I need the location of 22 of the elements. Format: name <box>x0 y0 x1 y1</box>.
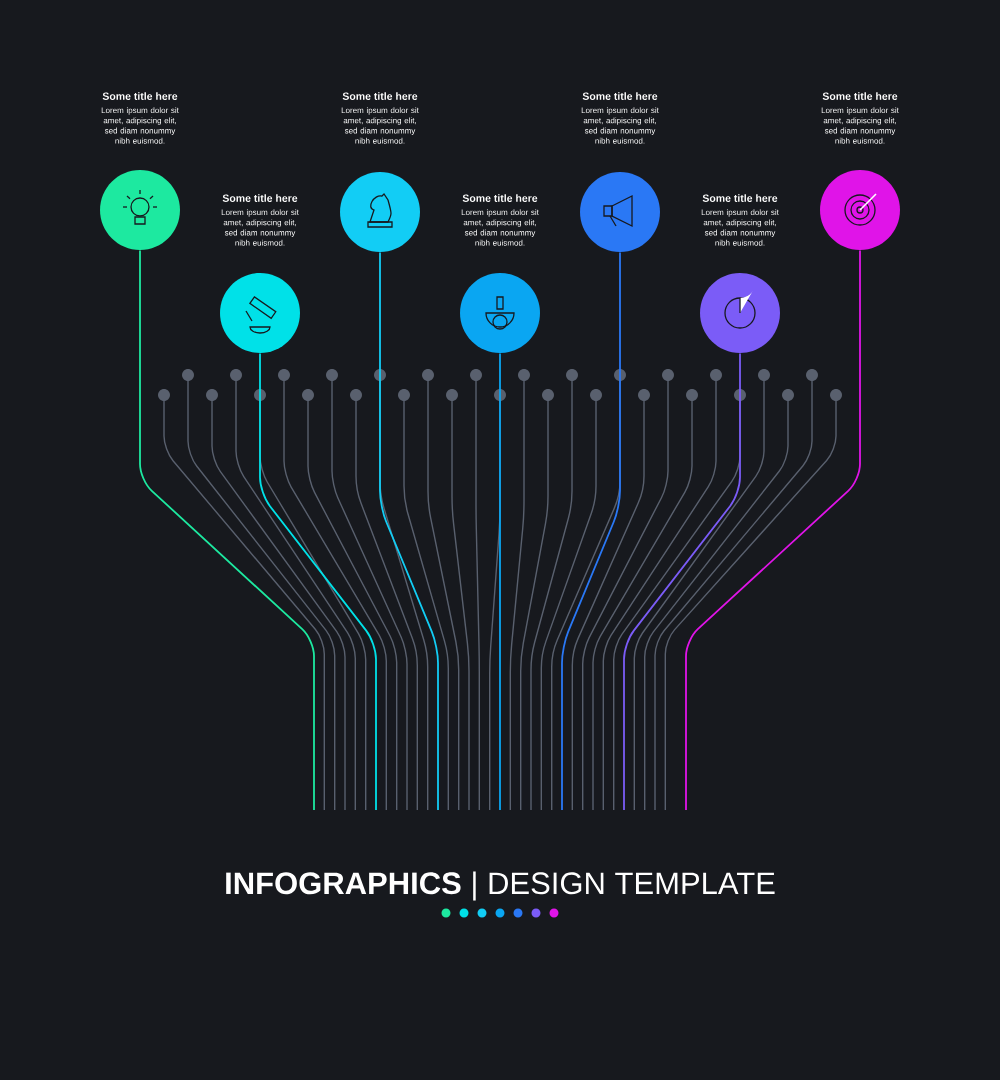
connector-line <box>685 249 861 811</box>
item-description: Lorem ipsum dolor sit amet, adipiscing elit, sed diam nonummy nibh euismod. <box>341 107 419 144</box>
item-description: Lorem ipsum dolor sit amet, adipiscing elit, sed diam nonummy nibh euismod. <box>221 209 299 246</box>
item-title: Some title here <box>702 194 778 202</box>
connector-line <box>139 249 315 811</box>
item-description: Lorem ipsum dolor sit amet, adipiscing elit, sed diam nonummy nibh euismod. <box>581 107 659 144</box>
item-title: Some title here <box>582 92 658 100</box>
connector-line <box>379 251 439 811</box>
item-description: Lorem ipsum dolor sit amet, adipiscing elit, sed diam nonummy nibh euismod. <box>461 209 539 246</box>
item-title: Some title here <box>102 92 178 100</box>
item-title: Some title here <box>462 194 538 202</box>
connector-line <box>259 352 377 811</box>
item-title: Some title here <box>822 92 898 100</box>
item-title: Some title here <box>222 194 298 202</box>
item-description: Lorem ipsum dolor sit amet, adipiscing elit, sed diam nonummy nibh euismod. <box>821 107 899 144</box>
connector-line <box>561 251 621 811</box>
item-description: Lorem ipsum dolor sit amet, adipiscing elit, sed diam nonummy nibh euismod. <box>701 209 779 246</box>
item-description: Lorem ipsum dolor sit amet, adipiscing elit, sed diam nonummy nibh euismod. <box>101 107 179 144</box>
item-title: Some title here <box>342 92 418 100</box>
connector-line <box>623 352 741 811</box>
title: INFOGRAPHICS | DESIGN TEMPLATE <box>226 871 775 901</box>
connector-line <box>499 352 501 811</box>
